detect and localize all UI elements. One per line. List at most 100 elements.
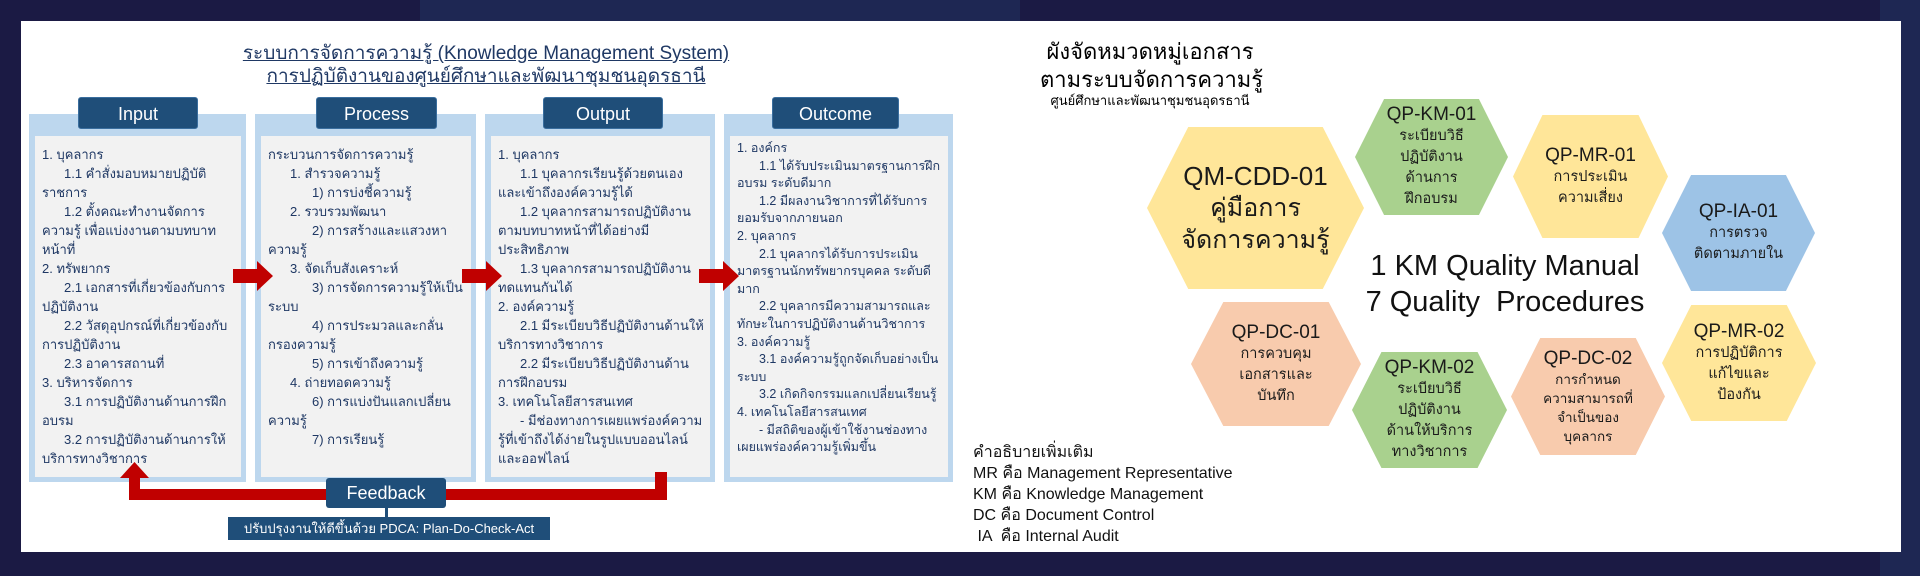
feedback-line	[129, 489, 326, 500]
doc-chart-title-line2: ตามระบบจัดการความรู้	[1040, 67, 1264, 92]
hex-code: QP-DC-01	[1231, 321, 1321, 343]
column-item: 2.1 บุคลากรได้รับการประเมินมาตรฐานนักทรั…	[737, 246, 931, 296]
hexagon-qp-ia-01: QP-IA-01 การตรวจ ติดตามภายใน	[1662, 175, 1815, 291]
column-item: 1.1 บุคลากรเรียนรู้ด้วยตนเอง และเข้าถึงอ…	[498, 166, 683, 200]
column-item: 1. บุคลากร	[498, 147, 560, 162]
column-item: 6) การแบ่งปันแลกเปลี่ยนความรู้	[268, 394, 451, 428]
note-km: KM คือ Knowledge Management	[973, 486, 1204, 503]
process-column: กระบวนการจัดการความรู้ 1. สำรวจความรู้ 1) …	[255, 114, 476, 482]
hexagon-qp-km-02: QP-KM-02 ระเบียบวิธี ปฏิบัติงาน ด้านให้บร…	[1352, 352, 1507, 468]
column-item: 4. ถ่ายทอดความรู้	[290, 375, 391, 390]
doc-chart-subtitle: ศูนย์ศึกษาและพัฒนาชุมชนอุดรธานี	[1050, 93, 1250, 108]
column-item: 2.2 มีระเบียบวิธีปฏิบัติงานด้านการฝึกอบร…	[498, 356, 689, 390]
column-item: 5) การเข้าถึงความรู้	[312, 356, 424, 371]
hex-code: QP-KM-01	[1386, 104, 1477, 125]
quality-summary-line1: 1 KM Quality Manual	[1370, 250, 1640, 282]
column-item: 3) การจัดการความรู้ให้เป็นระบบ	[268, 280, 463, 314]
column-item: 2. รวบรวมพัฒนา	[290, 204, 387, 219]
column-item: 2. บุคลากร	[737, 228, 797, 243]
hex-desc: การตรวจ ติดตามภายใน	[1693, 225, 1784, 262]
quality-summary-line2: 7 Quality Procedures	[1365, 286, 1645, 318]
column-item: 3. องค์ความรู้	[737, 334, 811, 349]
hex-code: QP-KM-02	[1384, 357, 1475, 378]
pdca-label: ปรับปรุงงานให้ดีขึ้นด้วย PDCA: Plan-Do-C…	[228, 517, 550, 540]
column-item: 1) การบ่งชี้ความรู้	[312, 185, 412, 200]
hex-desc: การกำหนด ความสามารถที่ จำเป็นของ บุคลากร	[1543, 371, 1633, 444]
hex-desc: ระเบียบวิธี ปฏิบัติงาน ด้านให้บริการ ทาง…	[1386, 381, 1473, 460]
note-dc: DC คือ Document Control	[973, 507, 1155, 524]
hex-code: QP-MR-02	[1693, 320, 1785, 342]
hex-code: QP-MR-01	[1545, 144, 1636, 166]
note-mr: MR คือ Management Representative	[973, 465, 1233, 482]
hex-code: QP-DC-02	[1543, 347, 1633, 369]
background-shape	[420, 0, 1020, 21]
column-item: 1.1 คำสั่งมอบหมายปฏิบัติราชการ	[42, 166, 207, 200]
arrow-right-icon	[233, 261, 273, 291]
doc-chart-title-line1: ผังจัดหมวดหมู่เอกสาร	[1046, 39, 1254, 64]
output-column: 1. บุคลากร 1.1 บุคลากรเรียนรู้ด้วยตนเอง แ…	[485, 114, 715, 482]
output-content: 1. บุคลากร 1.1 บุคลากรเรียนรู้ด้วยตนเอง แ…	[491, 136, 710, 477]
hex-desc: การปฏิบัติการ แก้ไขและ ป้องกัน	[1695, 344, 1783, 403]
column-item: 4. เทคโนโลยีสารสนเทศ	[737, 404, 867, 419]
column-item: 2.3 อาคารสถานที่	[64, 356, 165, 371]
column-item: 1.2 มีผลงานวิชาการที่ได้รับการยอมรับจากภ…	[737, 193, 928, 226]
outcome-header: Outcome	[772, 97, 899, 129]
feedback-line	[446, 489, 667, 500]
arrow-up-icon	[120, 462, 149, 478]
process-header: Process	[316, 97, 437, 129]
column-item: 7) การเรียนรู้	[312, 432, 385, 447]
feedback-box: Feedback	[326, 478, 446, 508]
column-item: 1.1 ได้รับประเมินมาตรฐานการฝึกอบรม ระดับ…	[737, 158, 941, 191]
km-title-line2: การปฏิบัติงานของศูนย์ศึกษาและพัฒนาชุมชนอ…	[266, 66, 706, 87]
quality-summary: 1 KM Quality Manual 7 Quality Procedures	[1350, 248, 1660, 320]
hex-code: QM-CDD-01	[1183, 160, 1328, 191]
arrow-right-icon	[462, 261, 502, 291]
column-item: 2.1 เอกสารที่เกี่ยวข้องกับการปฏิบัติงาน	[42, 280, 226, 314]
hex-desc: ระเบียบวิธี ปฏิบัติงาน ด้านการ ฝึกอบรม	[1399, 128, 1464, 207]
outcome-column: 1. องค์กร 1.1 ได้รับประเมินมาตรฐานการฝึกอ…	[724, 114, 953, 482]
column-item: 3.2 เกิดกิจกรรมแลกเปลี่ยนเรียนรู้	[759, 387, 937, 402]
column-item: กระบวนการจัดการความรู้	[268, 147, 414, 162]
column-item: 3. เทคโนโลยีสารสนเทศ	[498, 394, 633, 409]
column-item: - มีช่องทางการเผยแพร่องค์ความรู้ที่เข้าถ…	[498, 413, 703, 466]
column-item: 1.3 บุคลากรสามารถปฏิบัติงานทดแทนกันได้	[498, 261, 691, 295]
column-item: 4) การประมวลและกลั่นกรองความรู้	[268, 318, 444, 352]
column-item: 3.1 องค์ความรู้ถูกจัดเก็บอย่างเป็นระบบ	[737, 352, 939, 384]
column-item: 3.1 การปฏิบัติงานด้านการฝึกอบรม	[42, 394, 227, 428]
column-item: 2. ทรัพยากร	[42, 261, 111, 276]
column-item: 2. องค์ความรู้	[498, 299, 575, 314]
arrow-right-icon	[699, 261, 739, 291]
connector-line	[385, 508, 388, 517]
output-header: Output	[543, 97, 663, 129]
feedback-line	[129, 476, 140, 500]
column-item: 2.1 มีระเบียบวิธีปฏิบัติงานด้านให้บริการ…	[498, 318, 704, 352]
column-item: - มีสถิติของผู้เข้าใช้งานช่องทางเผยแพร่อ…	[737, 422, 928, 455]
input-header: Input	[78, 97, 198, 129]
column-item: 2.2 วัสดุอุปกรณ์ที่เกี่ยวข้องกับการปฏิบั…	[42, 318, 228, 352]
hex-desc: การประเมิน ความเสี่ยง	[1553, 168, 1628, 206]
notes-heading: คำอธิบายเพิ่มเติม	[973, 444, 1094, 461]
outcome-content: 1. องค์กร 1.1 ได้รับประเมินมาตรฐานการฝึกอ…	[730, 136, 948, 477]
column-item: 1.2 บุคลากรสามารถปฏิบัติงานตามบทบาทหน้าท…	[498, 204, 691, 257]
column-item: 3.2 การปฏิบัติงานด้านการให้บริการทางวิชา…	[42, 432, 226, 466]
column-item: 2) การสร้างและแสวงหาความรู้	[268, 223, 448, 257]
column-item: 2.2 บุคลากรมีความสามารถและทักษะในการปฏิบ…	[737, 299, 931, 331]
hex-desc: คู่มือการ จัดการความรู้	[1181, 193, 1330, 254]
hex-desc: การควบคุม เอกสารและ บันทึก	[1239, 345, 1313, 404]
column-item: 3. บริหารจัดการ	[42, 375, 133, 390]
column-item: 3. จัดเก็บสังเคราะห์	[290, 261, 399, 276]
hex-code: QP-IA-01	[1698, 201, 1779, 222]
km-title-line1: ระบบการจัดการความรู้ (Knowledge Manageme…	[242, 43, 730, 64]
column-item: 1.2 ตั้งคณะทำงานจัดการความรู้ เพื่อแบ่งง…	[42, 204, 217, 257]
column-item: 1. สำรวจความรู้	[290, 166, 381, 181]
column-item: 1. องค์กร	[737, 141, 788, 155]
hexagon-qp-km-01: QP-KM-01 ระเบียบวิธี ปฏิบัติงาน ด้านการ ฝ…	[1355, 99, 1508, 215]
process-content: กระบวนการจัดการความรู้ 1. สำรวจความรู้ 1) …	[261, 136, 471, 477]
